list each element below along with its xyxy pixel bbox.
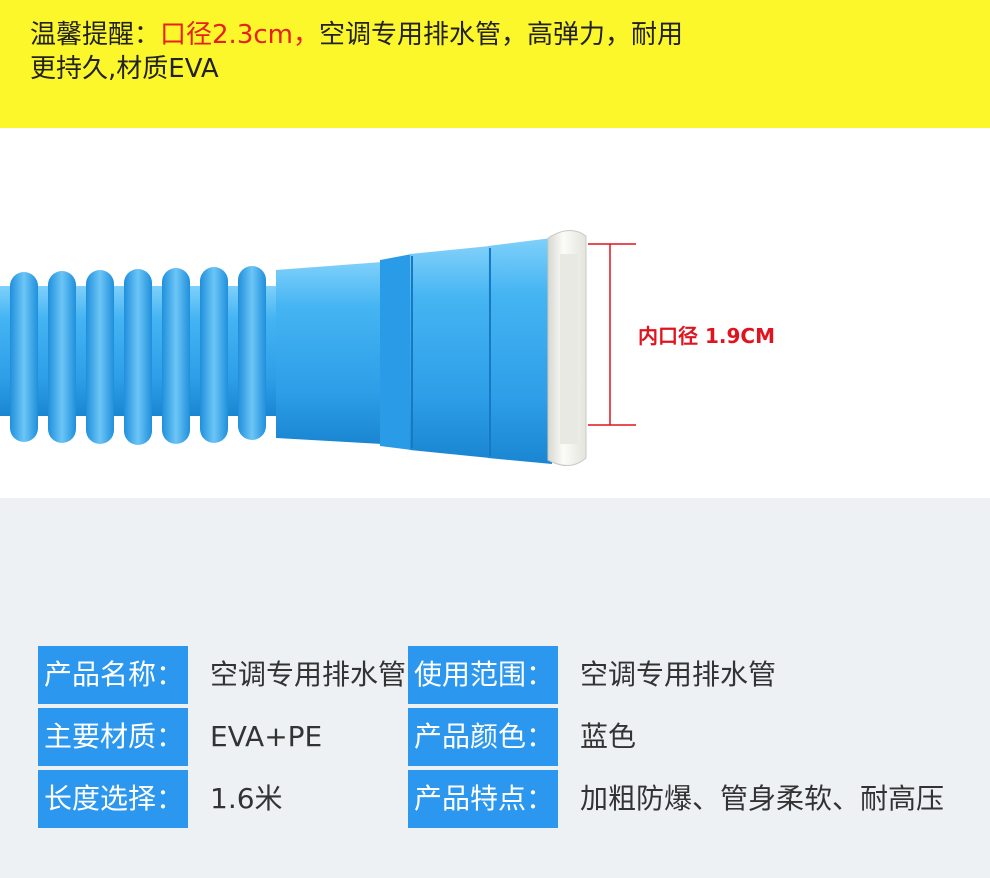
hose-rib xyxy=(238,266,266,440)
hose-rib xyxy=(162,268,190,444)
spec-label: 长度选择： xyxy=(38,770,188,828)
inner-diameter-label: 内口径 1.9CM xyxy=(638,324,775,348)
spec-value: 1.6米 xyxy=(210,782,283,815)
spec-value: EVA+PE xyxy=(210,720,323,753)
spec-label: 产品颜色： xyxy=(408,708,558,766)
header-banner: 温馨提醒：口径2.3cm，空调专用排水管，高弹力，耐用 更持久,材质EVA xyxy=(0,0,990,128)
spec-value: 空调专用排水管 xyxy=(580,658,777,691)
reminder-diameter: 口径2.3cm， xyxy=(160,20,319,50)
connector-step xyxy=(380,254,412,450)
reminder-prefix: 温馨提醒： xyxy=(30,20,161,50)
connector-collar xyxy=(410,246,490,458)
spec-row: 长度选择： 1.6米 产品特点： 加粗防爆、管身柔软、耐高压 xyxy=(38,770,978,832)
reminder-text: 温馨提醒：口径2.3cm，空调专用排水管，高弹力，耐用 更持久,材质EVA xyxy=(30,18,750,86)
spec-table: 产品名称： 空调专用排水管 使用范围： 空调专用排水管 主要材质： EVA+PE… xyxy=(38,646,978,832)
hose-connector xyxy=(276,238,552,464)
reminder-line2: 更持久,材质EVA xyxy=(30,54,219,84)
connector-lip xyxy=(488,238,552,464)
spec-label: 产品特点： xyxy=(408,770,558,828)
dimension-marker xyxy=(588,243,636,426)
spec-value: 空调专用排水管 xyxy=(210,658,407,691)
white-flange xyxy=(547,230,587,466)
hose-rib xyxy=(10,272,38,442)
spec-value: 蓝色 xyxy=(580,720,637,753)
connector-sleeve xyxy=(276,262,382,444)
product-photo: 内口径 1.9CM xyxy=(0,128,990,498)
spec-label: 使用范围： xyxy=(408,646,558,704)
spec-label: 主要材质： xyxy=(38,708,188,766)
hose-rib xyxy=(48,271,76,443)
hose-rib xyxy=(200,267,228,443)
hose-rib xyxy=(86,270,114,444)
hose-ribs xyxy=(10,266,266,445)
spec-row: 产品名称： 空调专用排水管 使用范围： 空调专用排水管 xyxy=(38,646,978,708)
flange-inner xyxy=(560,254,578,444)
spec-row: 主要材质： EVA+PE 产品颜色： 蓝色 xyxy=(38,708,978,770)
drain-hose-illustration xyxy=(0,230,636,466)
corrugated-hose xyxy=(0,266,284,445)
spec-value: 加粗防爆、管身柔软、耐高压 xyxy=(580,782,945,815)
reminder-line1: 空调专用排水管，高弹力，耐用 xyxy=(319,20,684,50)
spec-label: 产品名称： xyxy=(38,646,188,704)
hose-rib xyxy=(124,269,152,445)
